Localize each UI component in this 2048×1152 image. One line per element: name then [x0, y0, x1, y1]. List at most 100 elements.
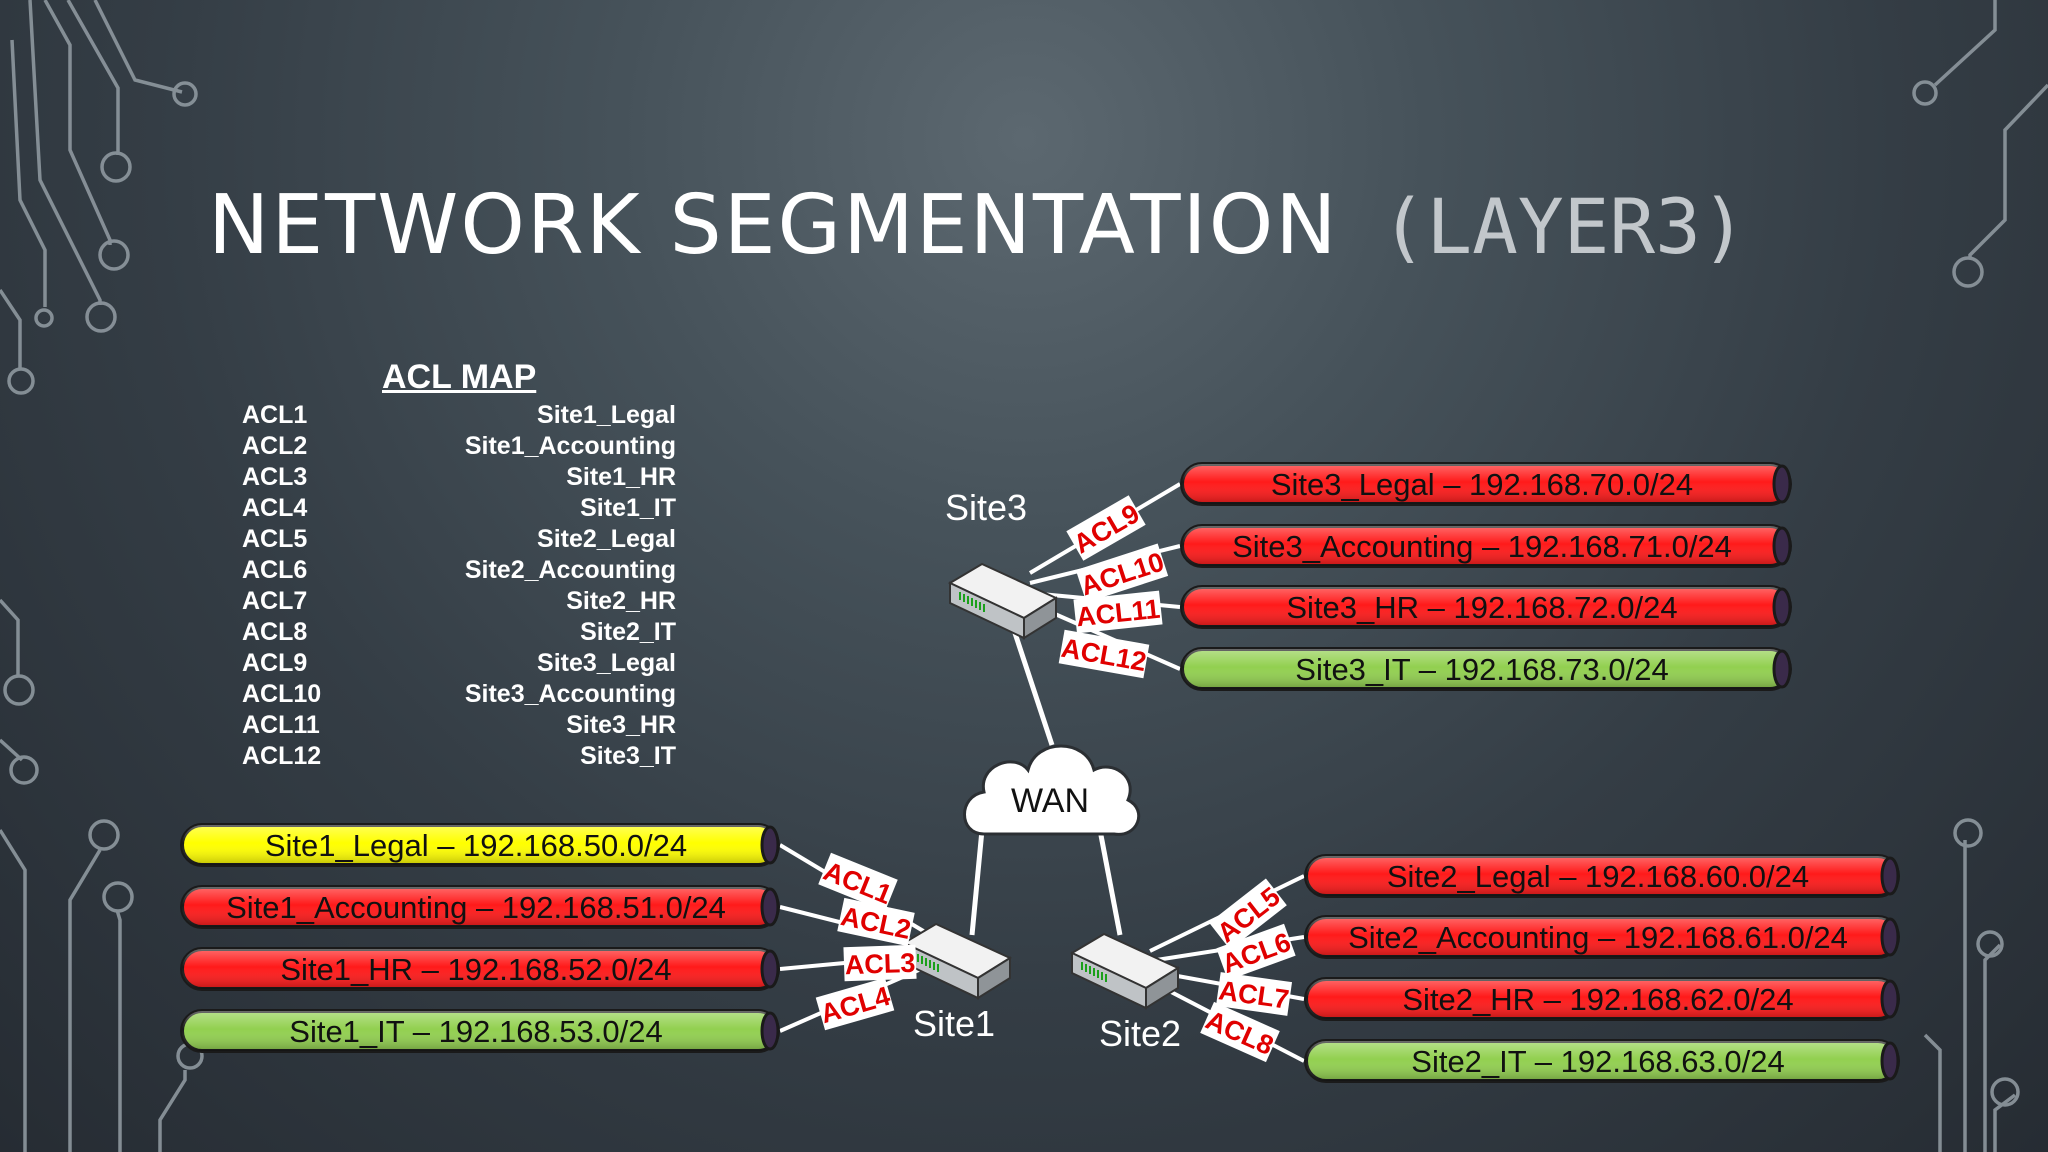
pipe-end: [1880, 1041, 1900, 1081]
site1-segment-pipe: Site1_Accounting – 192.168.51.0/24: [180, 885, 780, 929]
acl-map-row: ACL4 Site1_IT: [242, 493, 676, 524]
site2-segment-pipe: Site2_HR – 192.168.62.0/24: [1304, 977, 1900, 1021]
site1-label: Site1: [913, 1003, 995, 1044]
acl-map-acl: ACL8: [242, 618, 308, 646]
site2-segment-pipe: Site2_Legal – 192.168.60.0/24: [1304, 854, 1900, 898]
acl-map-segment: Site2_Accounting: [464, 556, 676, 584]
pipe-end: [760, 887, 780, 927]
site3-segment-label: Site3_Accounting – 192.168.71.0/24: [1232, 529, 1732, 564]
pipe-end: [1772, 464, 1792, 504]
pipe-gloss: [1306, 917, 1898, 957]
pipe-gloss: [1182, 526, 1790, 566]
site2-segment-pipe: Site2_Accounting – 192.168.61.0/24: [1304, 915, 1900, 959]
acl-tag-bg: [1058, 629, 1150, 679]
acl-map-segment: Site3_Legal: [537, 649, 676, 677]
acl-tag-bg: [1066, 495, 1146, 561]
acl-map-segment: Site1_IT: [580, 494, 676, 522]
acl-map-row: ACL5 Site2_Legal: [242, 524, 676, 555]
pipe-gloss: [1182, 649, 1790, 689]
acl-map-segment: Site2_HR: [566, 587, 676, 615]
site3-segment-pipe: Site3_HR – 192.168.72.0/24: [1180, 585, 1792, 629]
acl-map-segment: Site3_IT: [580, 742, 676, 770]
acl-map-segment: Site2_Legal: [537, 525, 676, 553]
site2-segment-pipe: Site2_IT – 192.168.63.0/24: [1304, 1039, 1900, 1083]
wan-link: [1009, 623, 1055, 746]
acl-tag: ACL12: [1058, 629, 1150, 679]
pipe-gloss: [1306, 856, 1898, 896]
routers: WAN: [901, 562, 1181, 1010]
site2-label: Site2: [1099, 1013, 1181, 1054]
pipe-end: [760, 1011, 780, 1051]
network-segments: Site3_Legal – 192.168.70.0/24Site3_Accou…: [180, 462, 1900, 1083]
site1-segment-pipe: Site1_Legal – 192.168.50.0/24: [180, 823, 780, 867]
acl-tag: ACL4: [815, 977, 895, 1031]
site3-segment-label: Site3_HR – 192.168.72.0/24: [1286, 590, 1677, 625]
wan-label: WAN: [1011, 782, 1089, 820]
pipe-gloss: [1306, 1041, 1898, 1081]
site3-label: Site3: [945, 487, 1027, 528]
acl-map-acl: ACL10: [242, 680, 322, 708]
title-subtitle: (LAYER3): [1380, 182, 1747, 271]
acl-tag: ACL9: [1066, 495, 1146, 561]
pipe-end: [1772, 649, 1792, 689]
acl-map-acl: ACL5: [242, 525, 308, 553]
acl-tag: ACL11: [1073, 590, 1163, 634]
wan-link: [1097, 829, 1123, 936]
router-side: [1023, 596, 1057, 640]
acl-tag-label: ACL3: [844, 948, 916, 980]
pipe-gloss: [1306, 979, 1898, 1019]
wan-cloud-shape: [963, 744, 1141, 836]
acl-tag: ACL2: [837, 897, 915, 947]
acl-map-acl: ACL7: [242, 587, 308, 615]
pipe-gloss: [182, 825, 778, 865]
pipe-end: [760, 949, 780, 989]
router-side: [977, 956, 1011, 1000]
acl-map-row: ACL12 Site3_IT: [242, 741, 676, 772]
wan-link: [969, 829, 985, 936]
site3-router-icon: [947, 562, 1059, 640]
acl-map-acl: ACL12: [242, 742, 322, 770]
site3-segment-pipe: Site3_IT – 192.168.73.0/24: [1180, 647, 1792, 691]
pipe-end: [760, 825, 780, 865]
acl-map-row: ACL11 Site3_HR: [242, 710, 676, 741]
site3-segment-pipe: Site3_Legal – 192.168.70.0/24: [1180, 462, 1792, 506]
acl-map-segment: Site1_HR: [566, 463, 676, 491]
pipe-end: [1880, 917, 1900, 957]
pipe-end: [1772, 526, 1792, 566]
pipe-gloss: [1182, 587, 1790, 627]
pipe-gloss: [182, 887, 778, 927]
site3-segment-label: Site3_IT – 192.168.73.0/24: [1295, 652, 1668, 687]
site1-segment-label: Site1_Accounting – 192.168.51.0/24: [226, 890, 726, 925]
acl-map-acl: ACL11: [242, 711, 320, 739]
acl-tag-bg: [1073, 590, 1163, 634]
pipe-gloss: [182, 1011, 778, 1051]
site1-segment-pipe: Site1_HR – 192.168.52.0/24: [180, 947, 780, 991]
pipe-end: [1772, 587, 1792, 627]
site2-router-icon: [1069, 932, 1181, 1010]
site2-segment-label: Site2_HR – 192.168.62.0/24: [1402, 982, 1793, 1017]
site2-segment-label: Site2_Accounting – 192.168.61.0/24: [1348, 920, 1848, 955]
acl-tag-bg: [1075, 543, 1169, 603]
acl-tag-bg: [1209, 878, 1287, 950]
acl-tag-label: ACL9: [1068, 498, 1144, 559]
acl-map-segment: Site3_HR: [566, 711, 676, 739]
site1-router-icon: [901, 922, 1013, 1000]
acl-map-row: ACL7 Site2_HR: [242, 586, 676, 617]
page-title: NETWORK SEGMENTATION(LAYER3): [208, 178, 1747, 273]
pipe-gloss: [1182, 464, 1790, 504]
pipe-gloss: [182, 949, 778, 989]
pipe-end: [1880, 856, 1900, 896]
acl-tag: ACL3: [843, 944, 917, 982]
acl-map-acl: ACL4: [242, 494, 308, 522]
site1-segment-label: Site1_IT – 192.168.53.0/24: [289, 1014, 662, 1049]
acl-map-acl: ACL1: [242, 401, 308, 429]
router-side: [1145, 966, 1179, 1010]
site2-segment-label: Site2_Legal – 192.168.60.0/24: [1387, 859, 1809, 894]
acl-map-acl: ACL3: [242, 463, 308, 491]
